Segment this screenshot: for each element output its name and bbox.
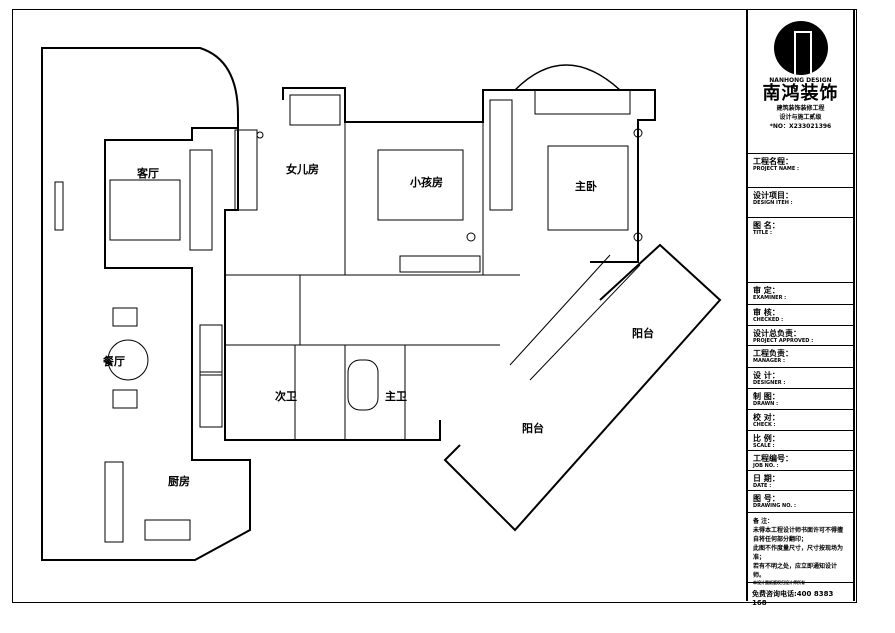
title-block: NANHONG DESIGN 南鸿装饰 建筑装饰装修工程 设计与施工贰级 *NO… [746,9,855,607]
title-row: 审 定：EXAMINER : [748,283,853,305]
floor-plan: 客厅 女儿房 小孩房 主卧 阳台 阳台 餐厅 次卫 主卫 厨房 [41,47,722,561]
row-label-en: TITLE : [753,230,773,236]
title-row: 图 名：TITLE : [748,218,853,283]
title-row: 工程负责：MANAGER : [748,346,853,368]
row-label-en: PROJECT NAME : [753,166,800,172]
title-row: 设计项目：DESIGN ITEH : [748,188,853,218]
row-label-en: DATE : [753,483,772,489]
row-label-cn: 图 号： [753,494,780,503]
row-label-en: CHECKED : [753,317,784,323]
row-label-cn: 设 计： [753,371,780,380]
qualification-1: 建筑装饰装修工程 [776,105,825,112]
title-row: 日 期：DATE : [748,471,853,491]
row-label-en: EXAMINER : [753,295,787,301]
note-line: 本设计图纸版权归设计师所有 [753,580,805,585]
title-row: 设计总负责：PROJECT APPROVED : [748,326,853,346]
brand-cn: 南鸿装饰 [762,83,839,104]
room-kitchen: 厨房 [168,474,190,488]
row-label-cn: 审 定： [753,286,780,295]
qualification-2: 设计与施工贰级 [779,114,822,121]
room-daughter: 女儿房 [286,162,319,176]
note-line: 此图不作度量尺寸，尺寸按现场为准； [753,545,844,561]
note-line: 未得本工程设计师书面许可不得擅自将任何部分翻印； [753,527,844,543]
brand-en: NANHONG DESIGN [769,77,832,84]
title-row: 工程名程：PROJECT NAME : [748,154,853,188]
row-label-cn: 比 例： [753,434,780,443]
title-row: 审 核：CHECKED : [748,305,853,326]
drawing-frame [12,9,857,603]
notes: 备 注： 未得本工程设计师书面许可不得擅自将任何部分翻印； 此图不作度量尺寸，尺… [748,513,853,585]
row-label-cn: 图 名： [753,221,780,230]
title-row: 制 图：DRAWN : [748,389,853,410]
interior-walls [105,122,641,440]
row-label-en: DRAWN : [753,401,779,407]
room-bath-1: 主卫 [385,389,407,403]
column-logo-icon [773,21,828,75]
title-row: 图 号：DRAWING NO. : [748,491,853,513]
room-master: 主卧 [575,179,597,193]
title-row: 比 例：SCALE : [748,431,853,451]
row-label-cn: 制 图： [753,392,780,401]
room-balcony-2: 阳台 [522,421,544,435]
room-dining: 餐厅 [102,354,125,368]
phone-number: 免费咨询电话:400 8383 168 [752,590,834,607]
row-label-en: DESIGN ITEH : [753,200,793,206]
room-balcony-1: 阳台 [632,326,654,340]
room-living: 客厅 [136,166,159,180]
row-label-cn: 工程编号： [753,454,793,463]
row-label-en: MANAGER : [753,358,786,364]
row-label-cn: 校 对： [753,413,780,422]
room-labels: 客厅 女儿房 小孩房 主卧 阳台 阳台 餐厅 次卫 主卫 厨房 [102,162,654,488]
license-number: *NO：X233021396 [769,123,832,130]
row-label-en: DESIGNER : [753,380,786,386]
row-label-cn: 工程负责： [753,349,793,358]
row-label-cn: 审 核： [753,308,780,317]
walls [41,47,722,561]
row-label-en: JOB NO. : [753,463,779,469]
title-row: 校 对：CHECK : [748,410,853,431]
row-label-cn: 设计总负责： [753,329,801,338]
company-logo: NANHONG DESIGN 南鸿装饰 建筑装饰装修工程 设计与施工贰级 *NO… [748,21,853,154]
room-bath-2: 次卫 [275,389,297,403]
row-label-cn: 工程名程： [753,157,793,166]
row-label-en: CHECK : [753,422,776,428]
furniture [54,89,643,543]
row-label-en: PROJECT APPROVED : [753,338,814,344]
title-row: 工程编号：JOB NO. : [748,451,853,471]
note-line: 若有不明之处，应立即通知设计师。 [753,563,838,579]
row-label-cn: 日 期： [753,474,780,483]
room-child: 小孩房 [409,175,443,189]
note-title: 备 注： [753,518,774,525]
row-label-en: DRAWING NO. : [753,503,797,509]
row-label-en: SCALE : [753,443,775,449]
title-row: 设 计：DESIGNER : [748,368,853,389]
row-label-cn: 设计项目： [753,191,793,200]
bay-window [514,64,621,91]
